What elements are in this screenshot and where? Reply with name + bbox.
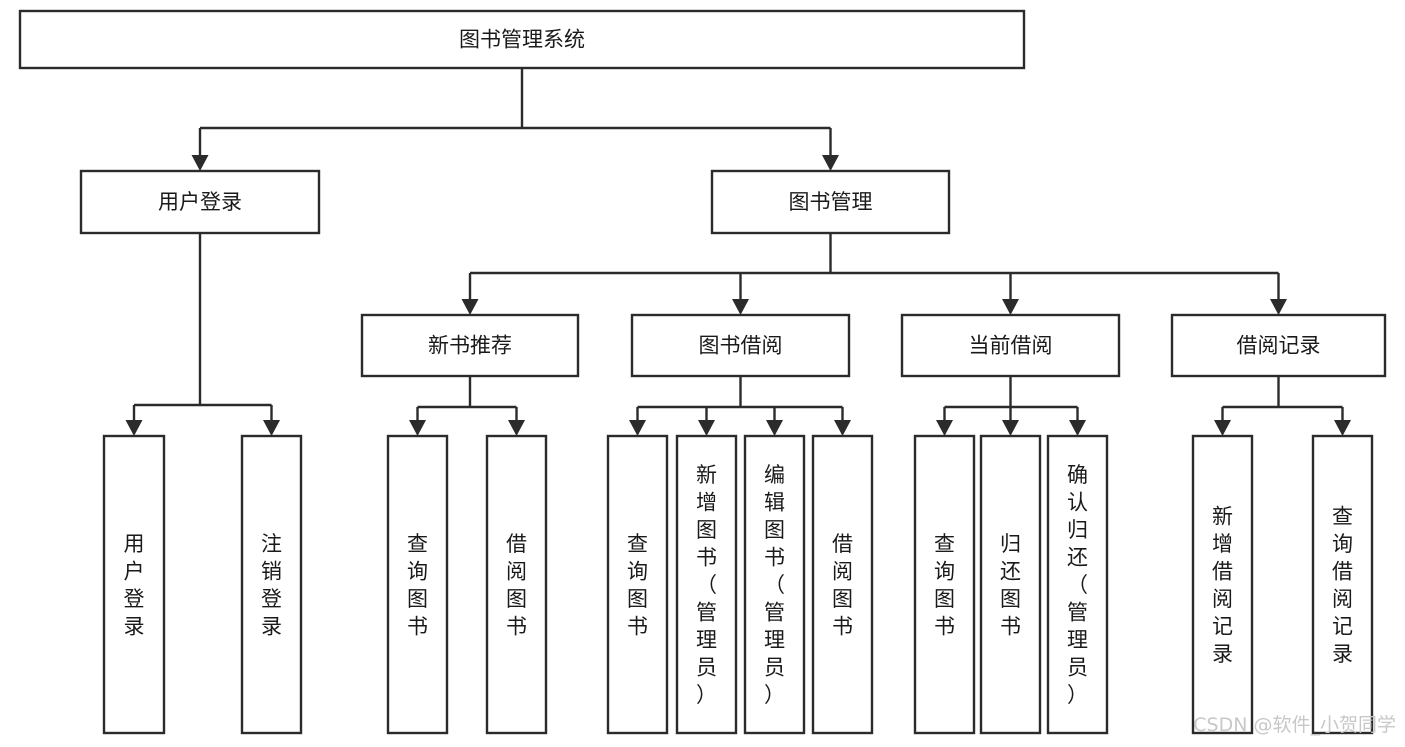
- node-label-leaf-user-login: 用户登录: [124, 532, 145, 639]
- node-box-current-borrow: [900, 313, 1121, 378]
- node-label-leaf-borrow-book-rec: 借阅图书: [506, 532, 527, 639]
- node-box-book-borrow: [630, 313, 851, 378]
- node-leaf-query-book-borrow[interactable]: 查询图书: [606, 434, 669, 735]
- node-box-leaf-borrow-book: [811, 434, 874, 735]
- node-label-leaf-query-book-cur: 查询图书: [934, 532, 955, 639]
- node-label-leaf-add-borrow-record: 新增借阅记录: [1212, 504, 1233, 666]
- node-leaf-query-book-cur[interactable]: 查询图书: [913, 434, 976, 735]
- node-leaf-borrow-book-rec[interactable]: 借阅图书: [485, 434, 548, 735]
- arrow-head-icon: [1270, 299, 1287, 315]
- node-box-leaf-query-book-borrow: [606, 434, 669, 735]
- arrow-head-icon: [1002, 299, 1019, 315]
- node-box-leaf-query-book-cur: [913, 434, 976, 735]
- node-book-management[interactable]: 图书管理: [710, 169, 951, 235]
- node-leaf-logout[interactable]: 注销登录: [240, 434, 303, 735]
- node-leaf-return-book[interactable]: 归还图书: [979, 434, 1042, 735]
- connector-layer: [125, 68, 1351, 436]
- arrow-head-icon: [698, 420, 715, 436]
- arrow-head-icon: [629, 420, 646, 436]
- node-label-leaf-edit-book-admin: 编辑图书（管理员）: [764, 463, 785, 707]
- node-label-leaf-query-borrow-record: 查询借阅记录: [1332, 504, 1353, 666]
- node-label-book-borrow: 图书借阅: [699, 334, 783, 358]
- node-box-leaf-return-book: [979, 434, 1042, 735]
- node-label-current-borrow: 当前借阅: [969, 334, 1053, 358]
- arrow-head-icon: [508, 420, 525, 436]
- node-box-user-login: [79, 169, 321, 235]
- node-borrow-record[interactable]: 借阅记录: [1170, 313, 1387, 378]
- arrow-head-icon: [409, 420, 426, 436]
- node-label-leaf-borrow-book: 借阅图书: [832, 532, 853, 639]
- node-root[interactable]: 图书管理系统: [18, 9, 1026, 70]
- node-box-book-management: [710, 169, 951, 235]
- arrow-head-icon: [125, 420, 143, 436]
- node-box-root: [18, 9, 1026, 70]
- arrow-head-icon: [1002, 420, 1019, 436]
- arrow-head-icon: [1334, 420, 1351, 436]
- arrow-head-icon: [1214, 420, 1231, 436]
- node-box-leaf-borrow-book-rec: [485, 434, 548, 735]
- node-label-root: 图书管理系统: [459, 28, 585, 52]
- node-leaf-query-borrow-record[interactable]: 查询借阅记录: [1311, 434, 1374, 735]
- node-label-user-login: 用户登录: [158, 190, 242, 214]
- node-label-leaf-return-book: 归还图书: [1000, 532, 1021, 639]
- node-leaf-add-borrow-record[interactable]: 新增借阅记录: [1191, 434, 1254, 735]
- node-label-leaf-confirm-return-admin: 确认归还（管理员）: [1067, 463, 1088, 707]
- arrow-head-icon: [936, 420, 953, 436]
- node-label-leaf-add-book-admin: 新增图书（管理员）: [696, 463, 717, 707]
- node-label-new-book-recommend: 新书推荐: [428, 334, 512, 358]
- arrow-head-icon: [732, 299, 749, 315]
- node-box-new-book-recommend: [360, 313, 580, 378]
- node-layer: 图书管理系统用户登录图书管理新书推荐图书借阅当前借阅借阅记录用户登录注销登录查询…: [18, 9, 1387, 735]
- arrow-head-icon: [834, 420, 851, 436]
- arrow-head-icon: [1069, 420, 1086, 436]
- node-label-leaf-query-book-rec: 查询图书: [407, 532, 428, 639]
- node-leaf-confirm-return-admin[interactable]: 确认归还（管理员）: [1046, 434, 1109, 735]
- node-box-leaf-logout: [240, 434, 303, 735]
- node-label-leaf-logout: 注销登录: [261, 532, 282, 639]
- node-box-leaf-query-book-rec: [386, 434, 449, 735]
- arrow-head-icon: [822, 155, 839, 171]
- node-box-leaf-add-borrow-record: [1191, 434, 1254, 735]
- node-leaf-edit-book-admin[interactable]: 编辑图书（管理员）: [743, 434, 806, 735]
- node-box-leaf-edit-book-admin: [743, 434, 806, 735]
- arrow-head-icon: [191, 155, 209, 171]
- node-user-login[interactable]: 用户登录: [79, 169, 321, 235]
- csdn-watermark: CSDN @软件_小贺同学: [1193, 714, 1396, 736]
- node-box-borrow-record: [1170, 313, 1387, 378]
- node-box-leaf-user-login: [102, 434, 166, 735]
- node-book-borrow[interactable]: 图书借阅: [630, 313, 851, 378]
- node-box-leaf-confirm-return-admin: [1046, 434, 1109, 735]
- node-leaf-borrow-book[interactable]: 借阅图书: [811, 434, 874, 735]
- node-box-leaf-add-book-admin: [675, 434, 738, 735]
- arrow-head-icon: [766, 420, 783, 436]
- arrow-head-icon: [263, 420, 280, 436]
- node-new-book-recommend[interactable]: 新书推荐: [360, 313, 580, 378]
- node-label-book-management: 图书管理: [789, 190, 873, 214]
- node-current-borrow[interactable]: 当前借阅: [900, 313, 1121, 378]
- node-leaf-add-book-admin[interactable]: 新增图书（管理员）: [675, 434, 738, 735]
- arrow-head-icon: [461, 299, 479, 315]
- node-leaf-user-login[interactable]: 用户登录: [102, 434, 166, 735]
- node-box-leaf-query-borrow-record: [1311, 434, 1374, 735]
- node-label-borrow-record: 借阅记录: [1237, 334, 1321, 358]
- node-label-leaf-query-book-borrow: 查询图书: [627, 532, 648, 639]
- node-leaf-query-book-rec[interactable]: 查询图书: [386, 434, 449, 735]
